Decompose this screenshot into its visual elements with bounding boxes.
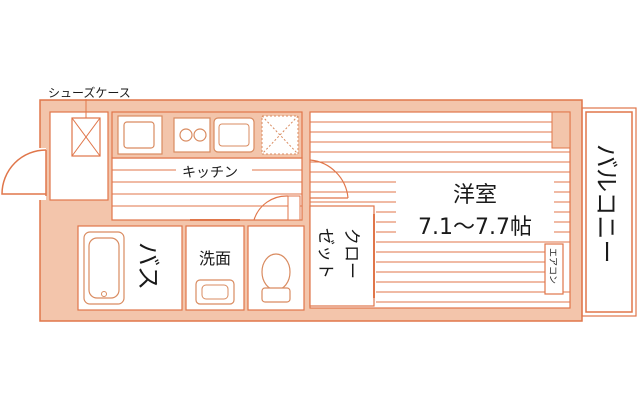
kitchen-label-bg [176, 161, 252, 181]
room-name-label: 洋室 [453, 183, 497, 208]
closet-label-col2: ゼット [315, 228, 335, 279]
shoe-case-label: シューズケース [48, 85, 131, 100]
kitchen-label: キッチン [182, 165, 238, 181]
bath-label: バス [134, 242, 162, 290]
room-label-bg [396, 176, 554, 240]
washbasin-icon [195, 279, 235, 305]
aircon-unit [544, 243, 564, 295]
refrigerator-icon [123, 121, 155, 149]
closet-label-col1: クロー [341, 228, 361, 279]
aircon-label: エアコン [547, 248, 557, 284]
pillar [551, 111, 571, 149]
washroom-label: 洗面 [199, 249, 231, 268]
room-size-label: 7.1〜7.7帖 [418, 215, 532, 240]
bathtub-icon [83, 231, 125, 305]
hall-door-swing [253, 195, 289, 221]
toilet-icon [261, 253, 291, 291]
entrance-opening [36, 148, 46, 200]
balcony-label: バルコニー [592, 144, 620, 264]
kitchen-sink-icon [213, 117, 255, 153]
balcony [585, 111, 633, 313]
room-door-swing [309, 159, 349, 199]
entrance-door-swing [1, 149, 47, 195]
closet [309, 205, 375, 307]
